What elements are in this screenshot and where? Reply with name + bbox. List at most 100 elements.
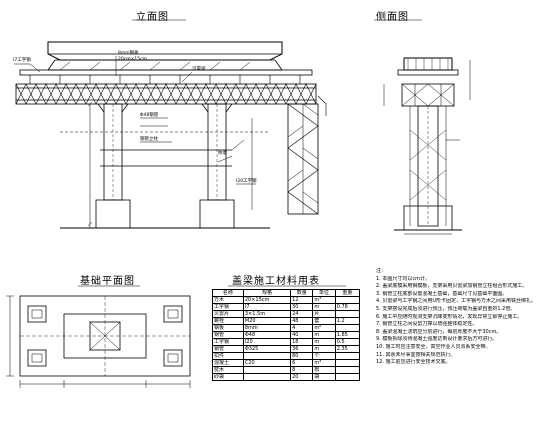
cell: 4 [290,324,314,332]
side-view-title: 侧面图 [376,12,409,23]
elevation-view [14,19,327,229]
cell: 贝雷片 [212,310,244,318]
pad-bottom-right [163,349,183,367]
cell: 工字钢 [212,338,244,346]
label-pier: 桥墩 [218,149,227,156]
cell: 6 [290,359,314,367]
cell: 钢管 [212,345,244,353]
cell: 24 [290,310,314,318]
cell: 根 [312,366,336,374]
cell: 8 [290,366,314,374]
pad-top-left [27,305,47,323]
cell: 钢管 [212,331,244,339]
cell: 2.35 [334,345,361,353]
cell: 1.85 [334,331,361,339]
cell: m² [312,324,336,332]
cell: 方木 [212,296,244,304]
cell: m [312,345,336,353]
header-spec: 规格 [242,289,292,297]
cell: m [312,338,336,346]
label-timber: 20cm×15cm [118,56,147,62]
cell [334,359,361,367]
cell: 18 [290,338,314,346]
cap-beam [47,41,283,61]
cell: m [312,303,336,311]
pad-bottom-left [27,349,47,367]
cell [242,366,292,374]
foundation-left [95,199,131,229]
elevation-title: 立面图 [136,12,169,23]
cell: 30 [290,303,314,311]
cell: m³ [312,296,336,304]
cell: 8mm [242,324,292,332]
label-steel-plate: 8mm钢板 [118,49,139,56]
cell [334,310,361,318]
table-header-row: 名称 规格 数量 单位 重量 [212,289,361,297]
construction-notes: 注： 1. 本图尺寸均以cm计。 2. 盖梁底模采用钢模板，支架采用贝雷梁加钢管… [376,268,556,367]
cell: 枕木 [212,366,244,374]
cell: 40 [290,331,314,339]
label-column: 钢管立柱 [140,135,158,142]
elevation-annotations: Ⅰ7工字钢 8mm钢板 20cm×15cm 贝雷梁 Φ48钢管 钢管立柱 桥墩 … [13,49,257,184]
label-steel-pipe: Φ48钢管 [140,111,159,118]
cell: 钢板 [212,324,244,332]
note-line: 5. 支架搭设完成后须进行预压，预压荷载为盖梁自重的1.2倍。 [376,305,516,312]
cell: 48 [290,317,314,325]
note-line: 12. 施工前应进行安全技术交底。 [376,359,451,366]
cell: 0.5 [334,338,361,346]
side-view [374,19,471,235]
cell [334,366,361,374]
cell: m³ [312,359,336,367]
i-beam-layer [19,69,313,76]
cell: 20×15cm [242,296,292,304]
header-unit: 单位 [312,289,336,297]
cell: 工字钢 [212,303,244,311]
pad-top-right [163,305,183,323]
cell: Ⅰ20 [242,338,292,346]
label-i-beam-small: Ⅰ7工字钢 [13,56,31,63]
foundation-right [199,199,235,229]
cell: 1.2 [334,317,361,325]
cell [334,373,361,381]
central-platform [63,313,147,359]
cell: Φ325 [242,345,292,353]
cell [334,352,361,360]
cell: 袋 [312,373,336,381]
cell [242,373,292,381]
cell: 20 [290,373,314,381]
note-line: 7. 钢管立柱之间设剪刀撑以增强整体稳定性。 [376,321,478,328]
material-table-title: 盖梁施工材料用表 [232,276,320,287]
cell [334,324,361,332]
foundation-plan [6,285,191,388]
cell: m [312,331,336,339]
header-weight: 重量 [334,289,361,297]
note-line: 11. 其余未尽事宜按相关规范执行。 [376,351,456,358]
cell: M20 [242,317,292,325]
note-line: 4. 贝雷梁与工字钢之间用U形卡固定，工字钢与方木之间采用铁丝绑扎。 [376,298,537,305]
note-line: 9. 模板拆除须待混凝土强度达到设计要求后方可进行。 [376,336,498,343]
cell: 36 [290,345,314,353]
note-line: 1. 本图尺寸均以cm计。 [376,275,430,282]
note-line: 2. 盖梁底模采用钢模板，支架采用贝雷梁加钢管立柱组合形式施工。 [376,283,528,290]
note-line: 8. 盖梁混凝土浇筑应分层进行，每层厚度不大于30cm。 [376,328,502,335]
note-line: 6. 施工中应随时观测支架沉降变形情况，发现异常立即停止施工。 [376,313,523,320]
cell: 片 [312,310,336,318]
cell: 12 [290,296,314,304]
cell: Ⅰ7 [242,303,292,311]
label-i-beam-large: Ⅰ20工字钢 [236,177,257,184]
label-bailey: 贝雷梁 [192,65,206,72]
cell: Φ48 [242,331,292,339]
cell: 80 [290,352,314,360]
note-line: 3. 钢管立柱底部设置混凝土基础，基础尺寸见基础平面图。 [376,290,508,297]
cell: 扣件 [212,352,244,360]
